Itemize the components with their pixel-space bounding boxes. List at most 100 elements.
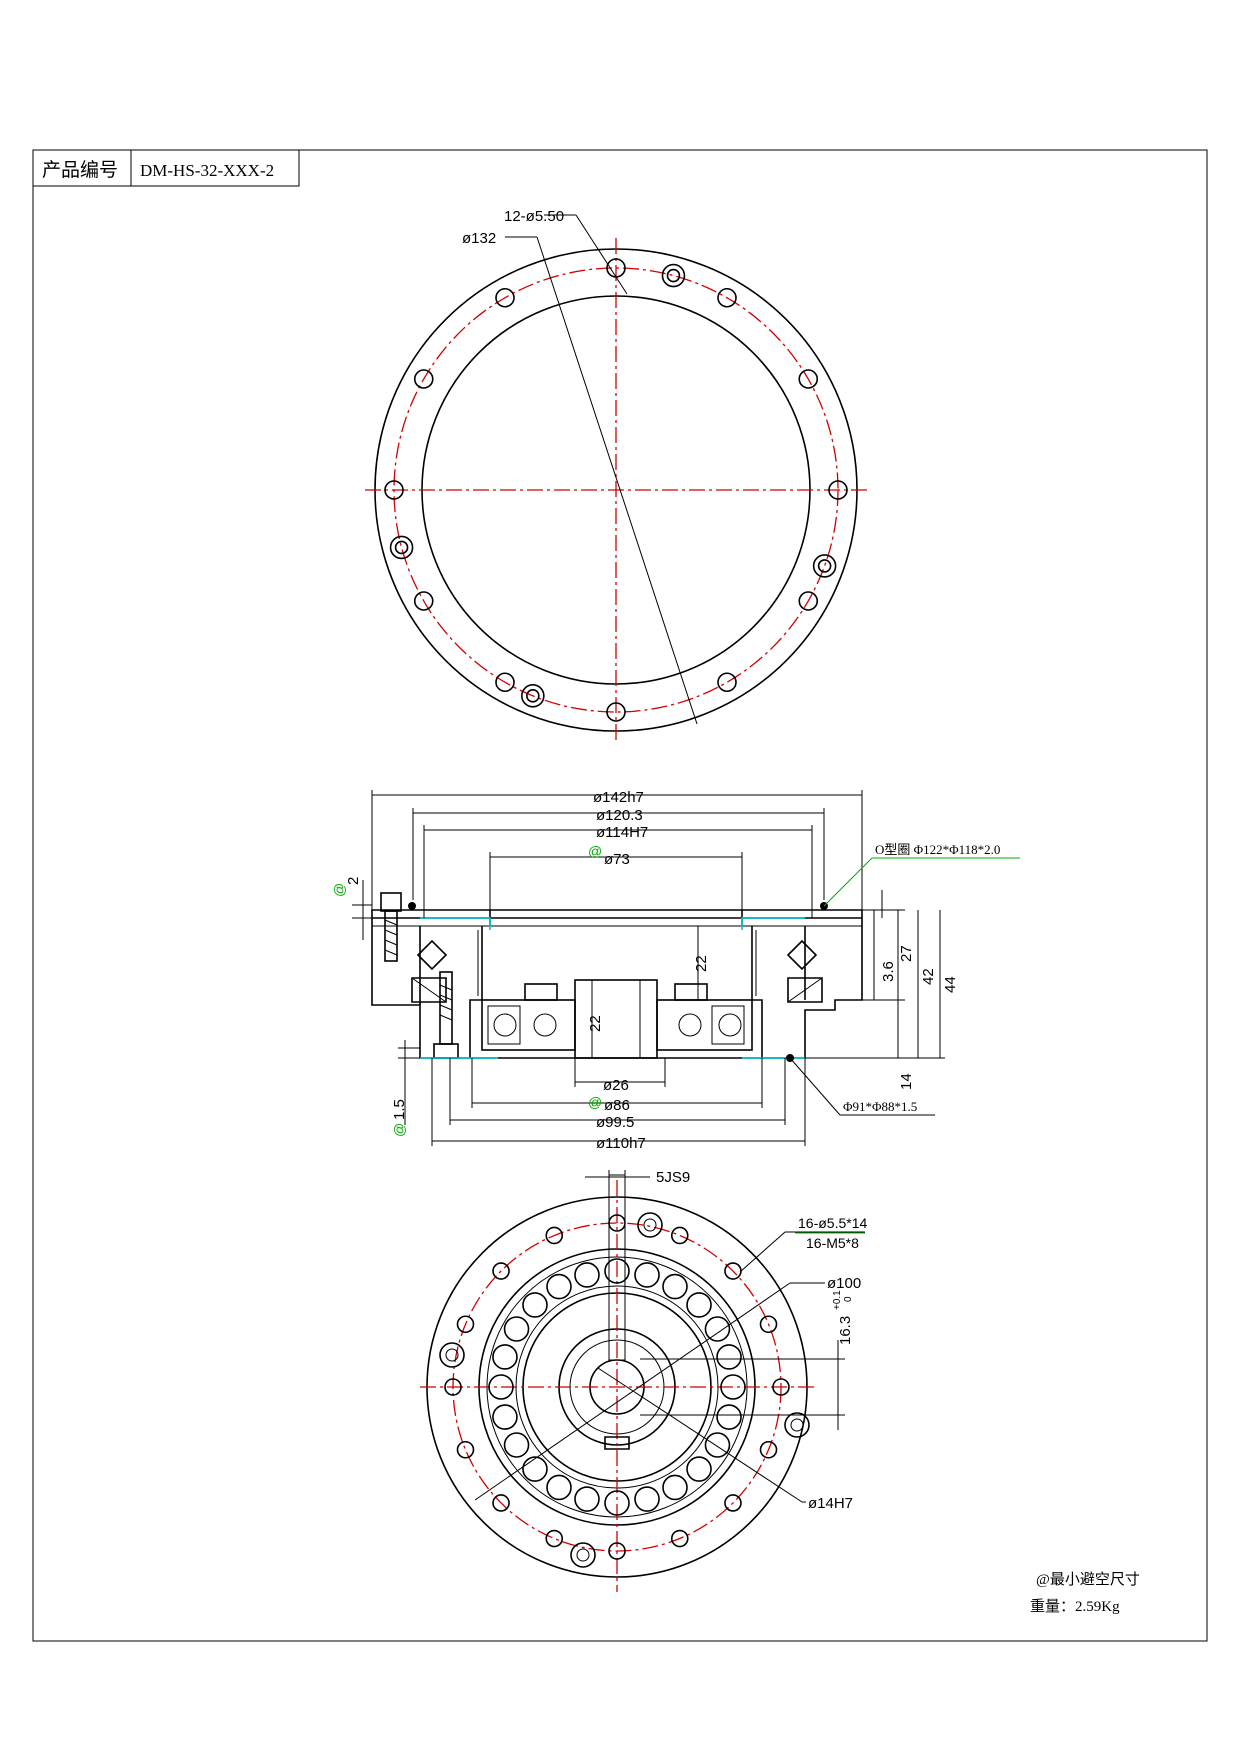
bottom-bolt-hole (772, 1378, 790, 1396)
top-pin-inner (817, 559, 832, 573)
roller (686, 1456, 712, 1482)
top-bolt-hole (384, 480, 404, 500)
top-bolt-hole (717, 672, 737, 693)
top-locating-pins (389, 263, 837, 708)
roller (503, 1432, 530, 1458)
key-height-label: 16.3 (837, 1316, 854, 1345)
bottom-pin-inner (576, 1548, 590, 1562)
top-pin-outer (389, 535, 414, 560)
bottom-bolt-hole (444, 1378, 462, 1396)
bottom-bolt-hole (759, 1315, 778, 1334)
roller (492, 1344, 518, 1370)
bottom-pin-outer (439, 1342, 465, 1368)
top-bolt-hole (495, 287, 515, 308)
roller (604, 1258, 630, 1284)
top-bolt-holes (384, 258, 848, 722)
roller (546, 1474, 572, 1501)
bottom-bolt-hole (608, 1542, 626, 1560)
pcd-label: ø100 (827, 1275, 861, 1292)
roller (716, 1344, 742, 1370)
bottom-pin-outer (637, 1212, 663, 1238)
roller (522, 1456, 548, 1482)
roller (546, 1273, 572, 1300)
top-oring-left (408, 902, 416, 910)
dim-73: ø73 (604, 851, 630, 868)
bottom-bolt-hole (670, 1529, 689, 1548)
roller (574, 1262, 600, 1288)
roller (716, 1404, 742, 1430)
weight-note: 重量：2.59Kg (1030, 1598, 1120, 1615)
dim-v-22-top: 22 (693, 955, 710, 972)
bottom-bolt-hole (670, 1226, 689, 1245)
bottom-view: 5JS9 16-ø5.5*14 16-M5*8 ø100 16.3 +0.1 0… (420, 1169, 867, 1592)
holes-thread-label: 16-M5*8 (806, 1235, 859, 1251)
bottom-bolt-hole (759, 1440, 778, 1459)
top-pin-outer (661, 263, 686, 288)
roller (488, 1374, 514, 1400)
min-mark-1-5: @ (391, 1123, 407, 1137)
dim-110h7: ø110h7 (596, 1135, 646, 1152)
top-outer-dia-label: ø132 (462, 230, 496, 247)
dim-v-44: 44 (942, 976, 959, 993)
dim-v-42: 42 (920, 968, 937, 985)
product-code: DM-HS-32-XXX-2 (140, 161, 274, 180)
right-seal (741, 917, 805, 930)
oring-bottom-callout: Φ91*Φ88*1.5 (843, 1099, 917, 1114)
section-view: ø142h7 ø120.3 ø114H7 ø73 ø26 ø86 ø99.5 ø… (331, 789, 1020, 1152)
left-wg-bearing (481, 999, 576, 1051)
dim-114H7: ø114H7 (596, 824, 648, 841)
roller (503, 1316, 530, 1342)
bottom-pin-inner (790, 1418, 804, 1432)
dim-v-1-5: 1.5 (391, 1099, 408, 1120)
left-roller-diamond (416, 939, 448, 971)
keyway-label: 5JS9 (656, 1169, 690, 1186)
dim-v-22-hub: 22 (587, 1015, 604, 1032)
top-pin-outer (521, 684, 545, 708)
roller (522, 1292, 548, 1318)
dim-99-5: ø99.5 (596, 1114, 634, 1131)
roller (720, 1374, 746, 1400)
bottom-roller-ring (488, 1258, 746, 1516)
drawing-frame (32, 149, 1208, 1642)
dim-v-2: 2 (345, 877, 362, 885)
title-label: 产品编号 (42, 159, 118, 181)
top-bolt-hole (828, 480, 848, 500)
key-tol-lower: 0 (843, 1296, 854, 1302)
bottom-bolt-hole (545, 1226, 564, 1245)
bottom-bolt-hole (724, 1494, 742, 1512)
top-pin-inner (666, 268, 681, 283)
roller (704, 1316, 731, 1342)
bottom-pin-inner (643, 1218, 657, 1232)
bottom-bolt-hole (456, 1315, 475, 1334)
dim-86: ø86 (604, 1097, 630, 1114)
dim-v-3-6: 3.6 (880, 961, 897, 982)
bore-label: ø14H7 (808, 1495, 853, 1512)
section-vertical-dims (352, 880, 945, 1125)
top-bolt-hole (413, 369, 434, 389)
holes-through-label: 16-ø5.5*14 (798, 1215, 867, 1231)
bottom-bolt-holes (439, 1212, 810, 1568)
bottom-bolt-hole (492, 1494, 510, 1512)
min-mark-2: @ (331, 883, 347, 897)
section-horizontal-dims (371, 790, 863, 1146)
bottom-pin-outer (570, 1542, 596, 1568)
oring-top-callout: O型圈 Φ122*Φ118*2.0 (875, 842, 1000, 857)
clearance-note: @最小避空尺寸 (1036, 1571, 1140, 1588)
title-block: 产品编号 DM-HS-32-XXX-2 (32, 149, 300, 187)
bottom-bolt-hole (492, 1262, 510, 1280)
dim-26: ø26 (603, 1077, 629, 1094)
left-top-bolt (380, 892, 402, 912)
dim-v-14: 14 (898, 1073, 915, 1090)
bottom-bolt-hole (545, 1529, 564, 1548)
keyway-slot (608, 1174, 626, 1361)
key-tol-upper: +0.1 (832, 1290, 843, 1310)
top-pin-inner (394, 540, 409, 555)
right-wg-bearing (656, 999, 753, 1051)
min-mark-86: @ (588, 1094, 602, 1110)
bottom-pin-inner (445, 1348, 459, 1362)
dim-120-3: ø120.3 (596, 807, 643, 824)
top-bolt-hole (717, 287, 737, 308)
top-view: 12-ø5.50 ø132 (365, 208, 867, 742)
roller (634, 1486, 660, 1512)
